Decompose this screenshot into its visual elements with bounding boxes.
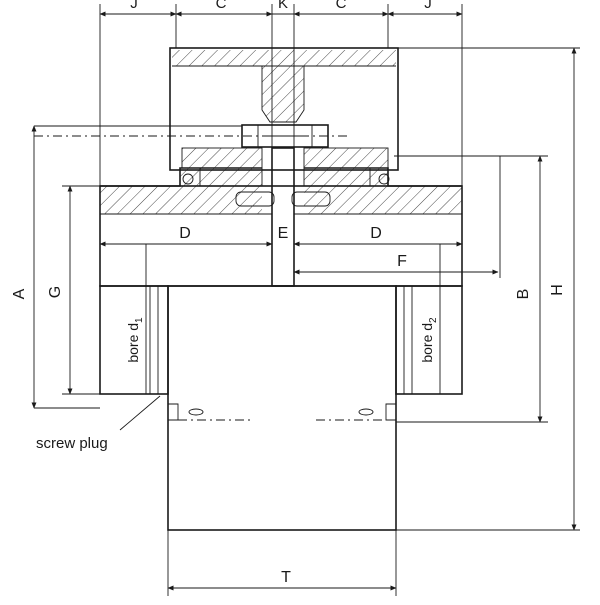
- dim-K: K: [278, 0, 288, 12]
- top-flange: [169, 47, 399, 171]
- bore-d1-label: bore d1: [125, 317, 145, 363]
- dim-B: B: [515, 289, 532, 300]
- dim-A: A: [11, 288, 28, 299]
- dim-J-right: J: [424, 0, 432, 12]
- bore-d2-label: bore d2: [419, 317, 439, 363]
- hub-body: [99, 147, 463, 287]
- dim-D-left: D: [179, 225, 191, 242]
- shaft-body: [167, 285, 397, 531]
- dim-D-right: D: [370, 225, 382, 242]
- dim-F: F: [397, 253, 407, 270]
- bore-d2-subscript: 2: [428, 317, 439, 323]
- bore-d1-text: bore d: [125, 323, 141, 363]
- bore-d1-subscript: 1: [134, 317, 145, 323]
- screw-plug-label: screw plug: [36, 435, 108, 452]
- dimension-labels: J C K C J A G D E D F B H T: [11, 0, 566, 586]
- dim-G: G: [47, 286, 64, 298]
- svg-text:bore d2: bore d2: [419, 317, 439, 363]
- dim-C-right: C: [336, 0, 347, 12]
- pin-bolt-top: [34, 124, 350, 148]
- dim-H: H: [549, 284, 566, 296]
- dim-T: T: [281, 569, 291, 586]
- svg-text:bore d1: bore d1: [125, 317, 145, 363]
- extension-lines: [34, 4, 580, 596]
- bore-d2-text: bore d: [419, 323, 435, 363]
- dim-J-left: J: [130, 0, 138, 12]
- dimension-lines: [31, 11, 577, 591]
- dim-E: E: [278, 225, 289, 242]
- dim-C-left: C: [216, 0, 227, 12]
